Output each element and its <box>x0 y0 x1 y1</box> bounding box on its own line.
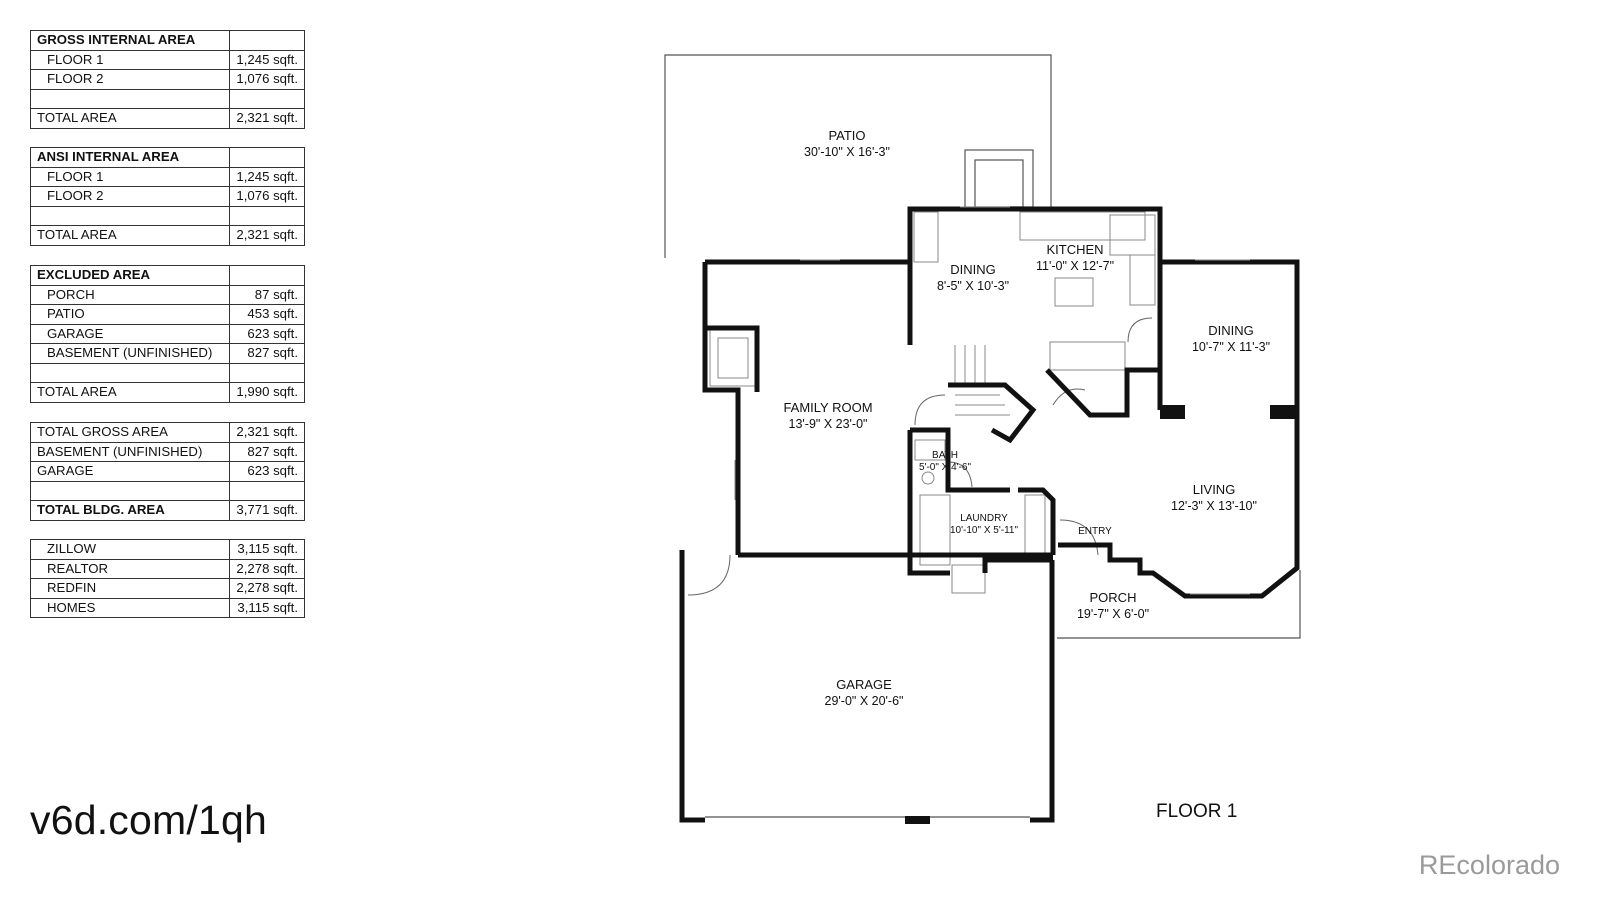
room-living-name: LIVING <box>1193 482 1236 497</box>
entry-door-swing <box>1059 519 1099 556</box>
room-entry-name: ENTRY <box>1078 526 1112 537</box>
family-door-swing <box>914 394 946 426</box>
area-label: TOTAL BLDG. AREA <box>30 500 230 521</box>
room-dining-right-dims: 10'-7" X 11'-3" <box>1192 340 1270 354</box>
wall-stairs <box>948 382 1037 444</box>
area-label: HOMES <box>30 597 230 618</box>
area-label: FLOOR 1 <box>30 166 230 187</box>
area-value: 623 sqft. <box>229 461 305 482</box>
wall-kitchen-pantry <box>1045 367 1160 418</box>
hall-closet <box>1024 494 1046 556</box>
room-living-dims: 12'-3" X 13'-10" <box>1171 499 1257 513</box>
dining-door-swing <box>1127 317 1153 343</box>
bath-door-swing <box>947 461 973 488</box>
room-laundry-dims: 10'-10" X 5'-11" <box>950 525 1018 536</box>
area-label: TOTAL AREA <box>30 108 230 129</box>
room-family-dims: 13'-9" X 23'-0" <box>789 417 868 431</box>
laundry-cabinet <box>919 494 951 566</box>
dining-buffet <box>913 211 939 263</box>
entry-step <box>951 564 986 594</box>
room-patio-name: PATIO <box>828 128 865 143</box>
kitchen-island <box>1054 277 1094 307</box>
room-dining-left-dims: 8'-5" X 10'-3" <box>937 279 1009 293</box>
area-row: BASEMENT (UNFINISHED)827 sqft. <box>30 343 305 364</box>
kitchen-peninsula <box>1049 341 1126 371</box>
area-row: ANSI INTERNAL AREA <box>30 147 305 168</box>
room-kitchen-dims: 11'-0" X 12'-7" <box>1036 259 1114 273</box>
area-value: 2,278 sqft. <box>229 558 305 579</box>
porch-outline <box>1057 570 1301 639</box>
area-value: 87 sqft. <box>229 284 305 305</box>
area-value: 2,321 sqft. <box>229 422 305 443</box>
room-dining-left-name: DINING <box>950 262 996 277</box>
area-value: 453 sqft. <box>229 304 305 325</box>
area-row: GROSS INTERNAL AREA <box>30 30 305 51</box>
area-label: TOTAL GROSS AREA <box>30 422 230 443</box>
area-value: 1,076 sqft. <box>229 69 305 90</box>
wall-east <box>1058 259 1300 599</box>
area-label: GARAGE <box>30 323 230 344</box>
patio-outline <box>664 54 1052 258</box>
room-garage-name: GARAGE <box>836 677 892 692</box>
room-laundry-name: LAUNDRY <box>960 513 1008 524</box>
floor-label: FLOOR 1 <box>1156 801 1238 822</box>
toilet-icon <box>921 471 935 485</box>
room-patio-dims: 30'-10" X 16'-3" <box>804 145 890 159</box>
wall-garage <box>679 550 705 823</box>
room-kitchen-name: KITCHEN <box>1046 242 1103 257</box>
wall-bath <box>907 430 950 576</box>
area-value: 1,990 sqft. <box>229 382 305 403</box>
area-value: 827 sqft. <box>229 343 305 364</box>
area-value: 2,321 sqft. <box>229 225 305 246</box>
area-value: 2,321 sqft. <box>229 108 305 129</box>
room-garage-dims: 29'-0" X 20'-6" <box>825 694 904 708</box>
kitchen-sink-icon <box>1109 214 1156 256</box>
area-label: ANSI INTERNAL AREA <box>30 147 230 168</box>
room-porch-dims: 19'-7" X 6'-0" <box>1077 607 1149 621</box>
room-porch-name: PORCH <box>1090 590 1137 605</box>
room-bath-name: BATH <box>932 450 958 461</box>
garage-door-swing <box>687 554 731 596</box>
room-bath-dims: 5'-0" X 4'-6" <box>919 462 972 473</box>
stairs-icon <box>954 345 1010 416</box>
room-dining-right-name: DINING <box>1208 323 1254 338</box>
area-row: BASEMENT (UNFINISHED)827 sqft. <box>30 441 305 462</box>
room-family-name: FAMILY ROOM <box>783 400 872 415</box>
area-label: TOTAL AREA <box>30 382 230 403</box>
brand-watermark: REcolorado <box>1418 850 1560 880</box>
area-value: 3,115 sqft. <box>229 597 305 618</box>
kitchen-counter-top <box>1019 211 1146 241</box>
area-row <box>30 205 305 226</box>
wall-north <box>907 206 1163 345</box>
area-value: 3,771 sqft. <box>229 500 305 521</box>
area-value: 1,245 sqft. <box>229 166 305 187</box>
tour-link: v6d.com/1qh <box>30 797 267 843</box>
